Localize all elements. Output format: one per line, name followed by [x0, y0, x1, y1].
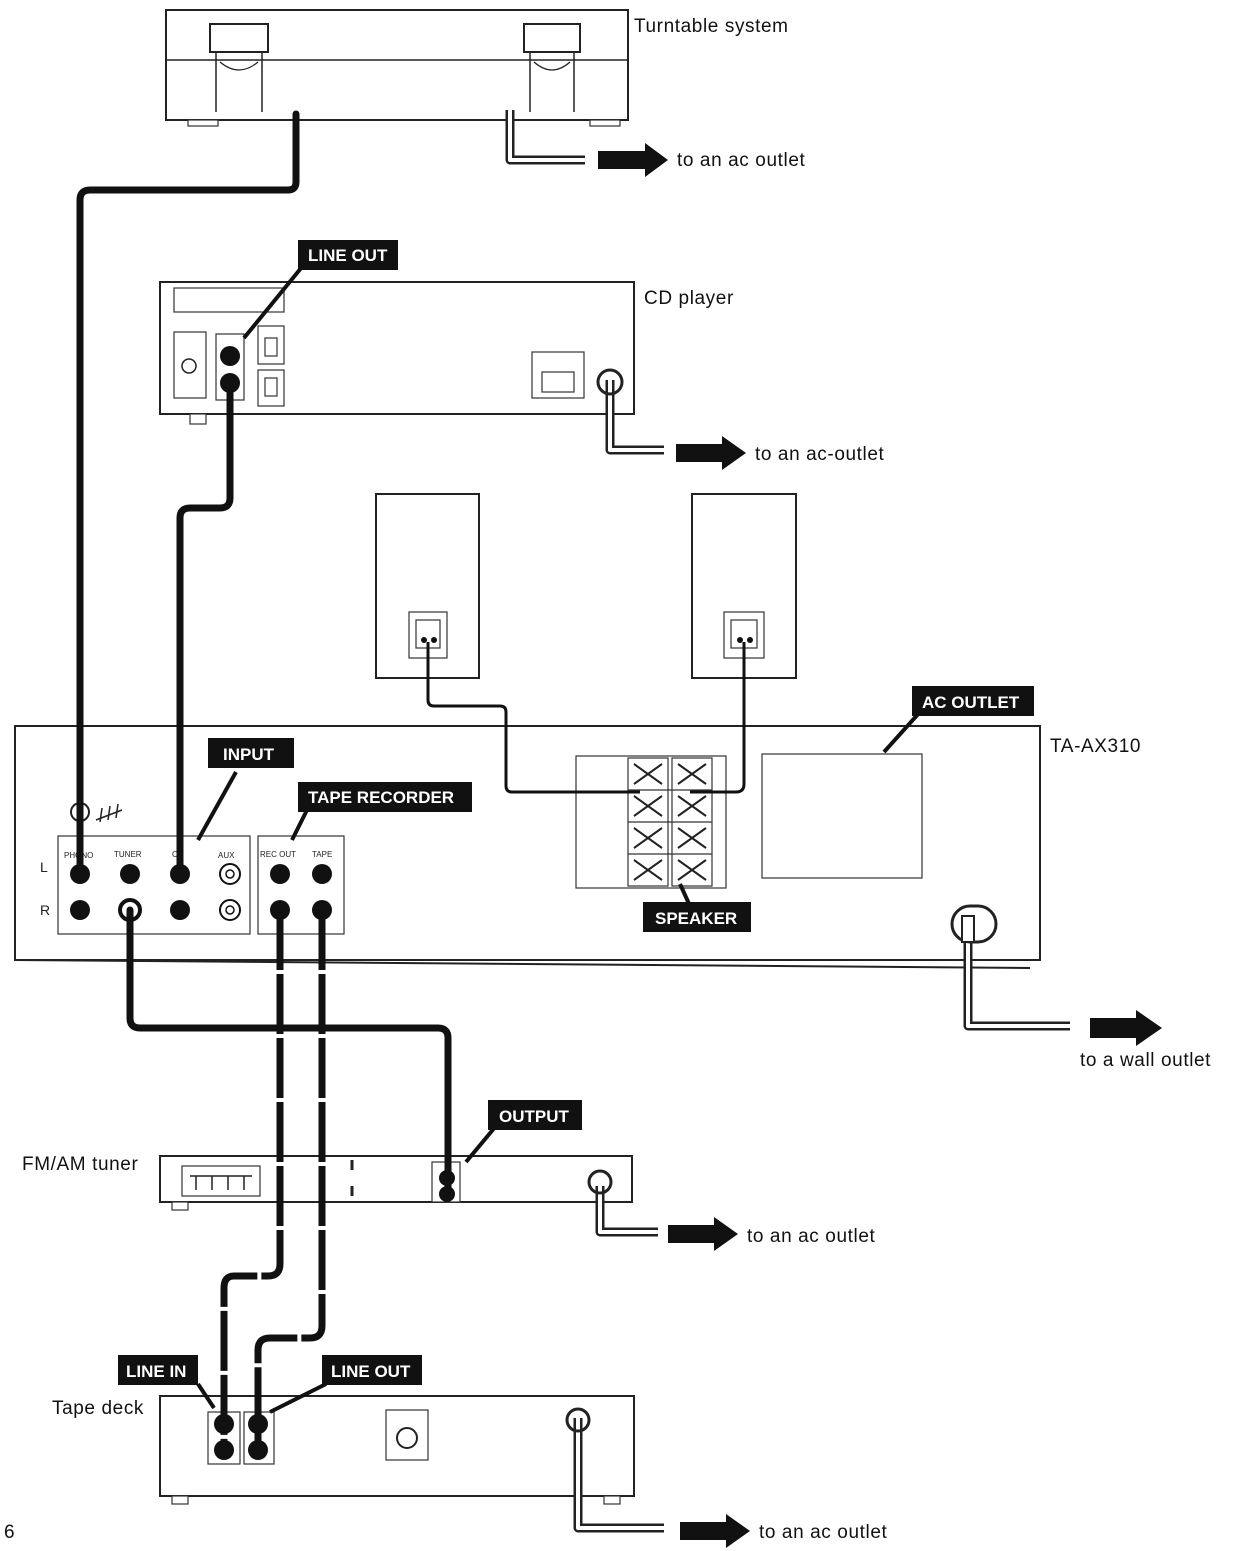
speaker-tag: [643, 902, 751, 932]
fm-am-tuner: [159, 1155, 633, 1211]
jack-cd-r: [170, 900, 190, 920]
cd-player-label: CD player: [644, 288, 734, 309]
turntable-label: Turntable system: [634, 16, 789, 37]
jack-tuner-label: TUNER: [114, 850, 142, 859]
jack-phono-r: [70, 900, 90, 920]
turntable-system: [165, 9, 629, 127]
amplifier-outlet-label: to a wall outlet: [1080, 1050, 1211, 1071]
tape-deck-label: Tape deck: [52, 1398, 144, 1419]
turntable-outlet-label: to an ac outlet: [677, 150, 805, 171]
tuner-label: FM/AM tuner: [22, 1154, 138, 1175]
jack-rec-out-l: [270, 864, 290, 884]
arrow-right-icon: [680, 1514, 750, 1548]
deck-line-in-r: [214, 1440, 234, 1460]
cable-tuner-amp: [126, 906, 452, 1194]
output-tag: [488, 1100, 582, 1130]
jack-tape-l: [312, 864, 332, 884]
channel-l-label: L: [40, 859, 48, 875]
deck-line-out-r: [248, 1440, 268, 1460]
line-in-text: LINE IN: [126, 1362, 186, 1381]
tape-recorder-tag: [298, 782, 472, 812]
jack-tuner-l: [120, 864, 140, 884]
line-in-tag: [118, 1355, 198, 1385]
wire-speaker-left: [426, 642, 640, 794]
cable-tape-line-out: [254, 910, 326, 1448]
tape-deck-outlet-label: to an ac outlet: [759, 1522, 887, 1543]
tape-line-out-tag: [322, 1355, 422, 1385]
jack-aux-label: AUX: [218, 851, 235, 860]
tape-line-out-text: LINE OUT: [331, 1362, 411, 1381]
arrow-right-icon: [598, 143, 668, 177]
cable-rec-out-line-in: [220, 910, 284, 1448]
tuner-outlet-label: to an ac outlet: [747, 1226, 875, 1247]
cd-outlet-label: to an ac-outlet: [755, 444, 885, 465]
cd-line-out-text: LINE OUT: [308, 246, 388, 265]
speaker-text: SPEAKER: [655, 909, 737, 928]
arrow-right-icon: [676, 436, 746, 470]
output-text: OUTPUT: [499, 1107, 570, 1126]
amplifier-label: TA-AX310: [1050, 736, 1141, 757]
amplifier-ta-ax310: [14, 725, 1041, 969]
input-text: INPUT: [223, 745, 275, 764]
page-number: 6: [4, 1522, 15, 1543]
ac-outlet-text: AC OUTLET: [922, 693, 1020, 712]
cd-player: [159, 281, 635, 425]
arrow-right-icon: [668, 1217, 738, 1251]
cd-jack-l: [220, 346, 240, 366]
input-tag: [208, 738, 294, 768]
jack-tape-label: TAPE: [312, 850, 332, 859]
wire-speaker-right: [690, 642, 746, 794]
cable-turntable-phono: [76, 110, 300, 876]
channel-r-label: R: [40, 902, 50, 918]
arrow-right-icon: [1090, 1010, 1162, 1046]
tape-recorder-text: TAPE RECORDER: [308, 788, 454, 807]
jack-rec-out-label: REC OUT: [260, 850, 296, 859]
cd-line-out-tag: [298, 240, 398, 270]
ac-outlet-tag: [912, 686, 1034, 716]
tape-deck: [159, 1395, 635, 1505]
cable-cd-amp: [176, 379, 234, 876]
